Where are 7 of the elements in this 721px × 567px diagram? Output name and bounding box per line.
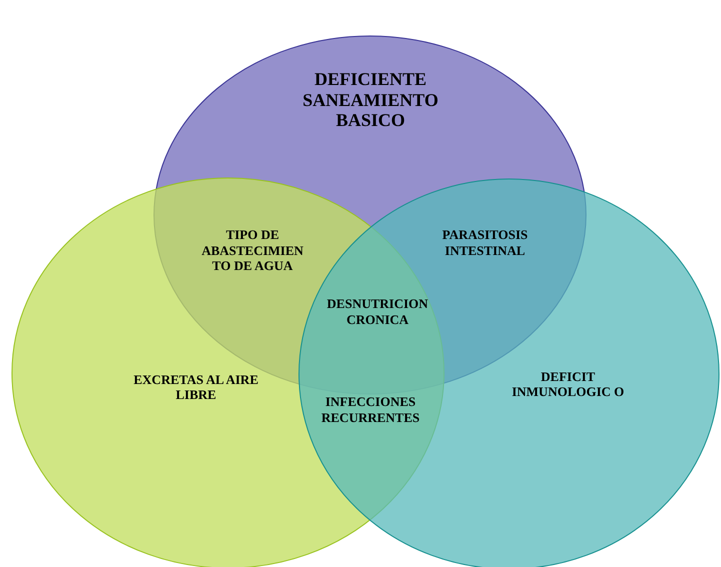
circle-label: DEFICIENTE SANEAMIENTO BASICO bbox=[302, 69, 440, 132]
overlap-label: TIPO DE ABASTECIMIEN TO DE AGUA bbox=[200, 227, 304, 274]
overlap-label: INFECCIONES RECURRENTES bbox=[320, 394, 421, 426]
circle-label: DEFICIT INMUNOLOGIC O bbox=[510, 370, 626, 400]
circle-label: EXCRETAS AL AIRE LIBRE bbox=[132, 373, 260, 403]
overlap-label: PARASITOSIS INTESTINAL bbox=[441, 227, 529, 258]
overlap-label: DESNUTRICION CRONICA bbox=[326, 296, 430, 328]
